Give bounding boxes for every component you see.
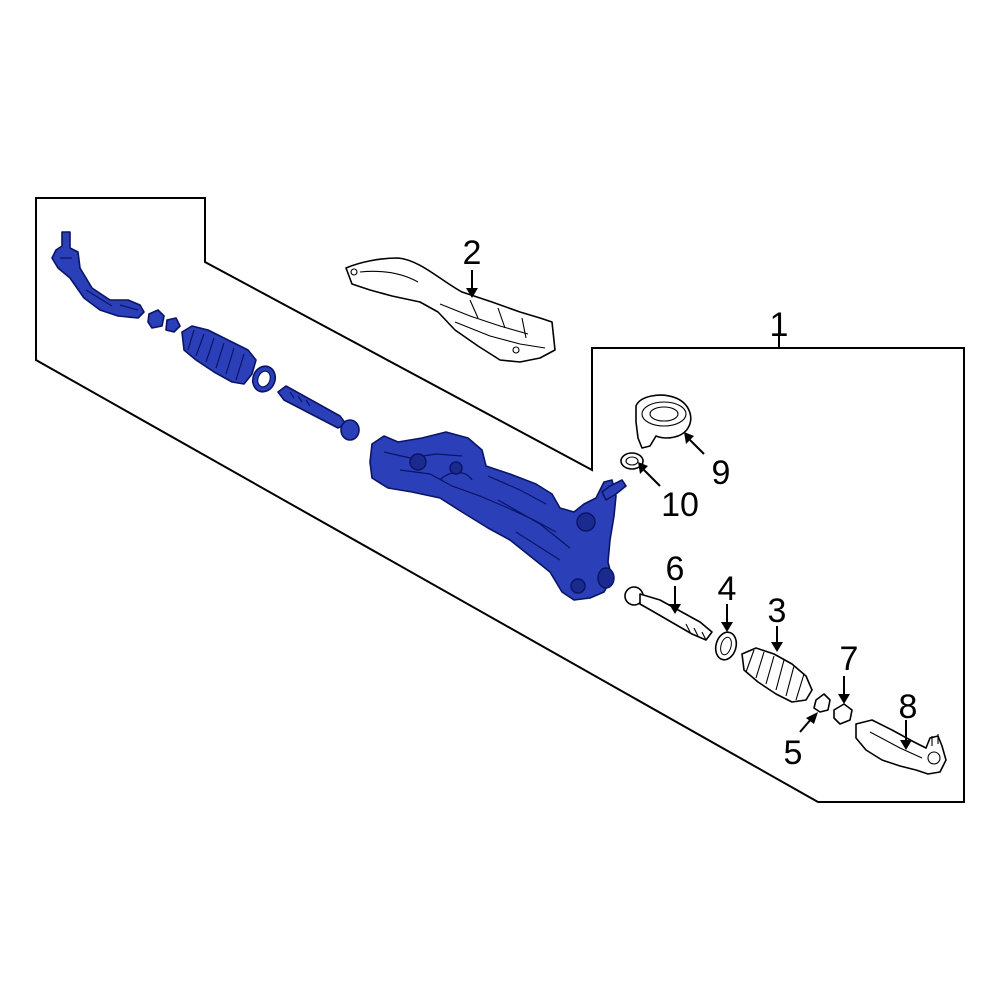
- right-rack-boot[interactable]: [741, 647, 813, 703]
- left-jam-nut[interactable]: [147, 309, 181, 333]
- left-boot-clamp[interactable]: [249, 363, 279, 395]
- callout-2: 2: [463, 234, 482, 272]
- callout-9: 9: [712, 454, 731, 492]
- small-nut[interactable]: [813, 693, 831, 713]
- callout-1: 1: [770, 306, 789, 344]
- left-rack-boot[interactable]: [181, 325, 257, 385]
- callout-4: 4: [718, 570, 737, 608]
- callout-10: 10: [661, 486, 699, 524]
- right-tie-rod-end[interactable]: [855, 719, 947, 775]
- pinion-cover-boot[interactable]: [635, 394, 692, 449]
- callout-leaders: [466, 270, 912, 750]
- callout-5: 5: [784, 734, 803, 772]
- right-inner-tie-rod[interactable]: [624, 586, 713, 641]
- left-inner-tie-rod[interactable]: [277, 385, 360, 441]
- callout-8: 8: [899, 688, 918, 726]
- callout-3: 3: [768, 592, 787, 630]
- steering-gear-housing[interactable]: [369, 431, 627, 601]
- callout-7: 7: [840, 640, 859, 678]
- callout-6: 6: [666, 550, 685, 588]
- heat-shield-part[interactable]: [345, 257, 556, 363]
- right-jam-nut[interactable]: [833, 703, 853, 725]
- pinion-seal-ring[interactable]: [620, 452, 644, 470]
- right-boot-clamp[interactable]: [713, 630, 740, 662]
- left-tie-rod-end[interactable]: [51, 231, 145, 319]
